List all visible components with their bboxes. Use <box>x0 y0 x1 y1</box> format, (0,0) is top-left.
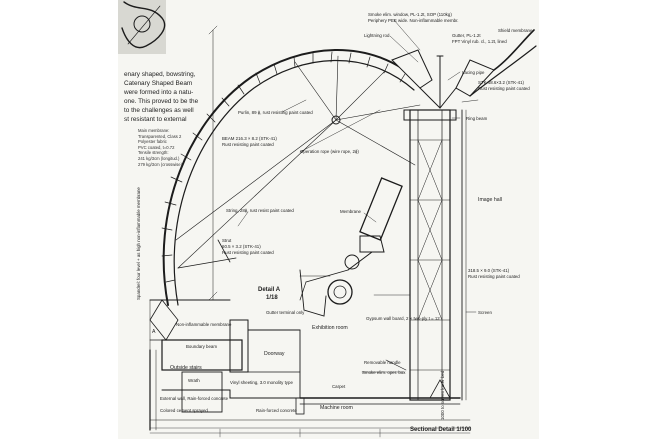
label-gutter: Gutter, PL-1.2t <box>452 33 481 38</box>
radial-strings <box>175 55 421 269</box>
label-strut: Strut <box>222 238 232 243</box>
spec-line: PVC coated, t=0.72 <box>138 144 175 150</box>
prior-figure-fragment <box>118 0 166 54</box>
label-vinyl-sheet: Vinyl sheeting, 3.0 monolity type <box>230 380 293 385</box>
label-detail-a-scale: 1/18 <box>266 295 278 301</box>
spec-line: 279 kg/3cm (crosswise) <box>138 161 182 167</box>
label-a-marker: A <box>152 329 156 335</box>
label-screen-lower: 1000 to screen lower bed <box>440 370 445 420</box>
intro-paragraph: enary shaped, bowstring, Catenary Shaped… <box>124 70 242 124</box>
label-periphery: Periphery PEE wide. Non-inflammable memb… <box>368 18 459 23</box>
label-removable-handle: Removable handle <box>364 360 401 365</box>
floor-structure <box>149 299 471 429</box>
intro-line: st resistant to external <box>124 116 187 123</box>
label-smoke-elim: Smoke elim. oper. box <box>362 370 406 375</box>
bottom-dimensions <box>149 428 471 438</box>
label-outside-stairs: Outside stairs <box>170 365 202 371</box>
label-screen: Screen <box>478 310 492 315</box>
spec-line: Main membrane: <box>138 128 170 133</box>
label-membrane-side: Spandrel: four level + as high non-infla… <box>136 187 141 300</box>
label-doorway: Doorway <box>264 351 285 357</box>
arch-ribs <box>161 51 406 283</box>
right-top-gutters <box>391 29 537 109</box>
label-carpet: Carpet <box>332 384 346 389</box>
projector-assembly <box>299 177 403 317</box>
label-wrath: Wrath <box>188 378 200 383</box>
label-strut-paint: Rust resisting paint coated <box>222 250 274 255</box>
label-exhibition-room: Exhibition room <box>312 325 348 331</box>
spec-line: Transparented, Class 2 <box>138 133 182 139</box>
intro-line: one. This proved to be the <box>124 98 199 105</box>
label-external-wall: External wall, Rain-forced concrete <box>160 396 229 401</box>
label-smoke-exhaust: Smoke elim. window, PL-1.2t, SOP (110kg) <box>368 12 452 17</box>
label-gypsum-wall: Gypsum wall board, 2 × two-ply t = 12 <box>366 316 440 321</box>
membrane-spec: Main membrane: Transparented, Class 2 Po… <box>138 128 230 167</box>
spec-line: 241 kg/3cm (longitud.) <box>138 155 180 161</box>
label-sectional-detail: Sectional Detail 1/100 <box>410 427 472 433</box>
label-string: String, 28ϕ, rust resist paint coated <box>226 208 294 213</box>
main-arch-inner <box>173 59 415 306</box>
label-lightning-rod: Lightning rod <box>364 33 390 38</box>
spec-line: Polyester fabric <box>138 139 167 145</box>
label-ring-beam: Ring beam <box>466 116 488 121</box>
label-column-paint: Rust resisting paint coated <box>468 274 520 279</box>
intro-line: Catenary Shaped Beam <box>124 80 193 87</box>
label-purlin: Purlin, 89 ϕ, rust resisting paint coate… <box>238 110 313 115</box>
label-shield-membrane: Shield membrane <box>498 28 533 33</box>
label-pipe-spec: STK 48.6×3.2 (STK-41) <box>478 80 525 85</box>
label-operation-rope: Operation rope (wire rope, 2ϕ) <box>300 149 359 154</box>
boundary-beam-detail <box>149 299 181 431</box>
label-rust-paint-arch: Rust resisting paint coated <box>222 142 274 147</box>
intro-line: to the challenges as well <box>124 107 194 114</box>
central-column <box>403 109 457 401</box>
label-lacing-pipe: Lacing pipe <box>462 70 485 75</box>
label-strut-spec: 60.5 × 3.2 (STK-41) <box>222 244 261 249</box>
label-image-hall: Image hall <box>478 197 502 203</box>
label-column-spec: 318.5 × 9.0 (STK-41) <box>468 268 510 273</box>
intro-line: were formed into a natu- <box>124 89 194 96</box>
main-arch-outer <box>162 49 421 306</box>
label-beam-spec: BEAM 216.3 × 8.2 (STK-41) <box>222 136 277 141</box>
intro-line: enary shaped, bowstring, <box>124 71 196 78</box>
label-detail-a: Detail A <box>258 287 281 293</box>
label-non-inflammable: Non-inflammable membrane <box>176 322 232 327</box>
spec-line: Tensile strength: <box>138 150 169 156</box>
label-colored-cement: Colored cement sprayed <box>160 408 208 413</box>
label-rainforced: Rain-forced concrete <box>256 408 297 413</box>
label-rust-paint-right: Rust resisting paint coated <box>478 86 530 91</box>
label-membrane: Membrane <box>340 209 361 214</box>
leader-lines <box>237 19 479 373</box>
label-boundary-beam: Boundary beam <box>186 344 217 349</box>
label-machine-room: Machine room <box>320 405 353 411</box>
label-gutter-spec: FPT Vinyl rub. cl., 1.2t, lined <box>452 39 507 44</box>
label-gutter-terminal: Gutter terminal only <box>266 310 305 315</box>
